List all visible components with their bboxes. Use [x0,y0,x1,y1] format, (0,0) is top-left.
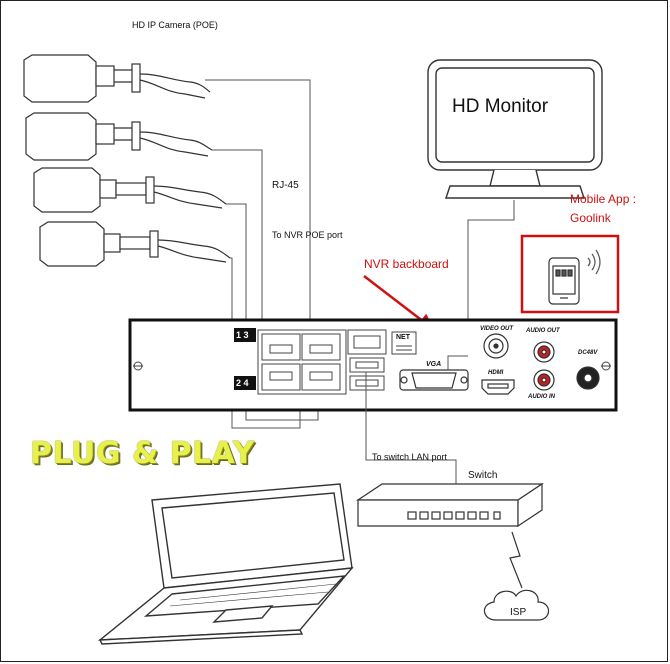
lan-cable [365,372,457,500]
plug-and-play-label: PLUG & PLAY [30,436,255,471]
switch-lan-label: To switch LAN port [372,452,448,462]
audio-out-label: AUDIO OUT [526,328,560,334]
vga-port [399,369,469,391]
mobile-app-label-line1: Mobile App : [570,192,637,206]
port-24-label: 2 4 [236,378,249,388]
poe-ports [257,329,347,395]
net-usb-ports [347,329,387,391]
dc-power-port [576,366,600,390]
vga-port-label: VGA [426,361,442,368]
net-port-label: NET [396,334,410,341]
hd-monitor [427,59,603,199]
network-switch [356,482,544,528]
audio-ports [533,341,555,391]
audio-in-label: AUDIO IN [528,394,555,400]
nvr-poe-label: To NVR POE port [272,230,343,240]
monitor-label: HD Monitor [452,96,549,117]
dc-label: DC48V [578,350,598,356]
net-label-box [391,331,417,355]
switch-label: Switch [468,470,498,481]
camera-2 [25,112,213,161]
camera-cables [205,79,319,429]
laptop [97,483,354,645]
camera-title: HD IP Camera (POE) [132,20,218,30]
video-out-port [483,333,509,359]
video-out-label: VIDEO OUT [480,326,514,332]
phone-icon [548,257,580,305]
camera-4 [39,221,231,267]
nvr-backboard-label: NVR backboard [364,257,449,271]
camera-3 [33,167,227,213]
hdmi-label: HDMI [488,370,504,376]
camera-1 [23,54,211,103]
lightning-icon [509,531,523,589]
rj45-label: RJ-45 [272,180,299,191]
isp-label: ISP [510,607,527,618]
mobile-app-label-line2: Goolink [570,211,611,225]
hdmi-port [481,379,515,395]
isp-cloud [483,589,550,621]
port-13-label: 1 3 [236,330,249,340]
wifi-signal-icon [587,249,601,275]
